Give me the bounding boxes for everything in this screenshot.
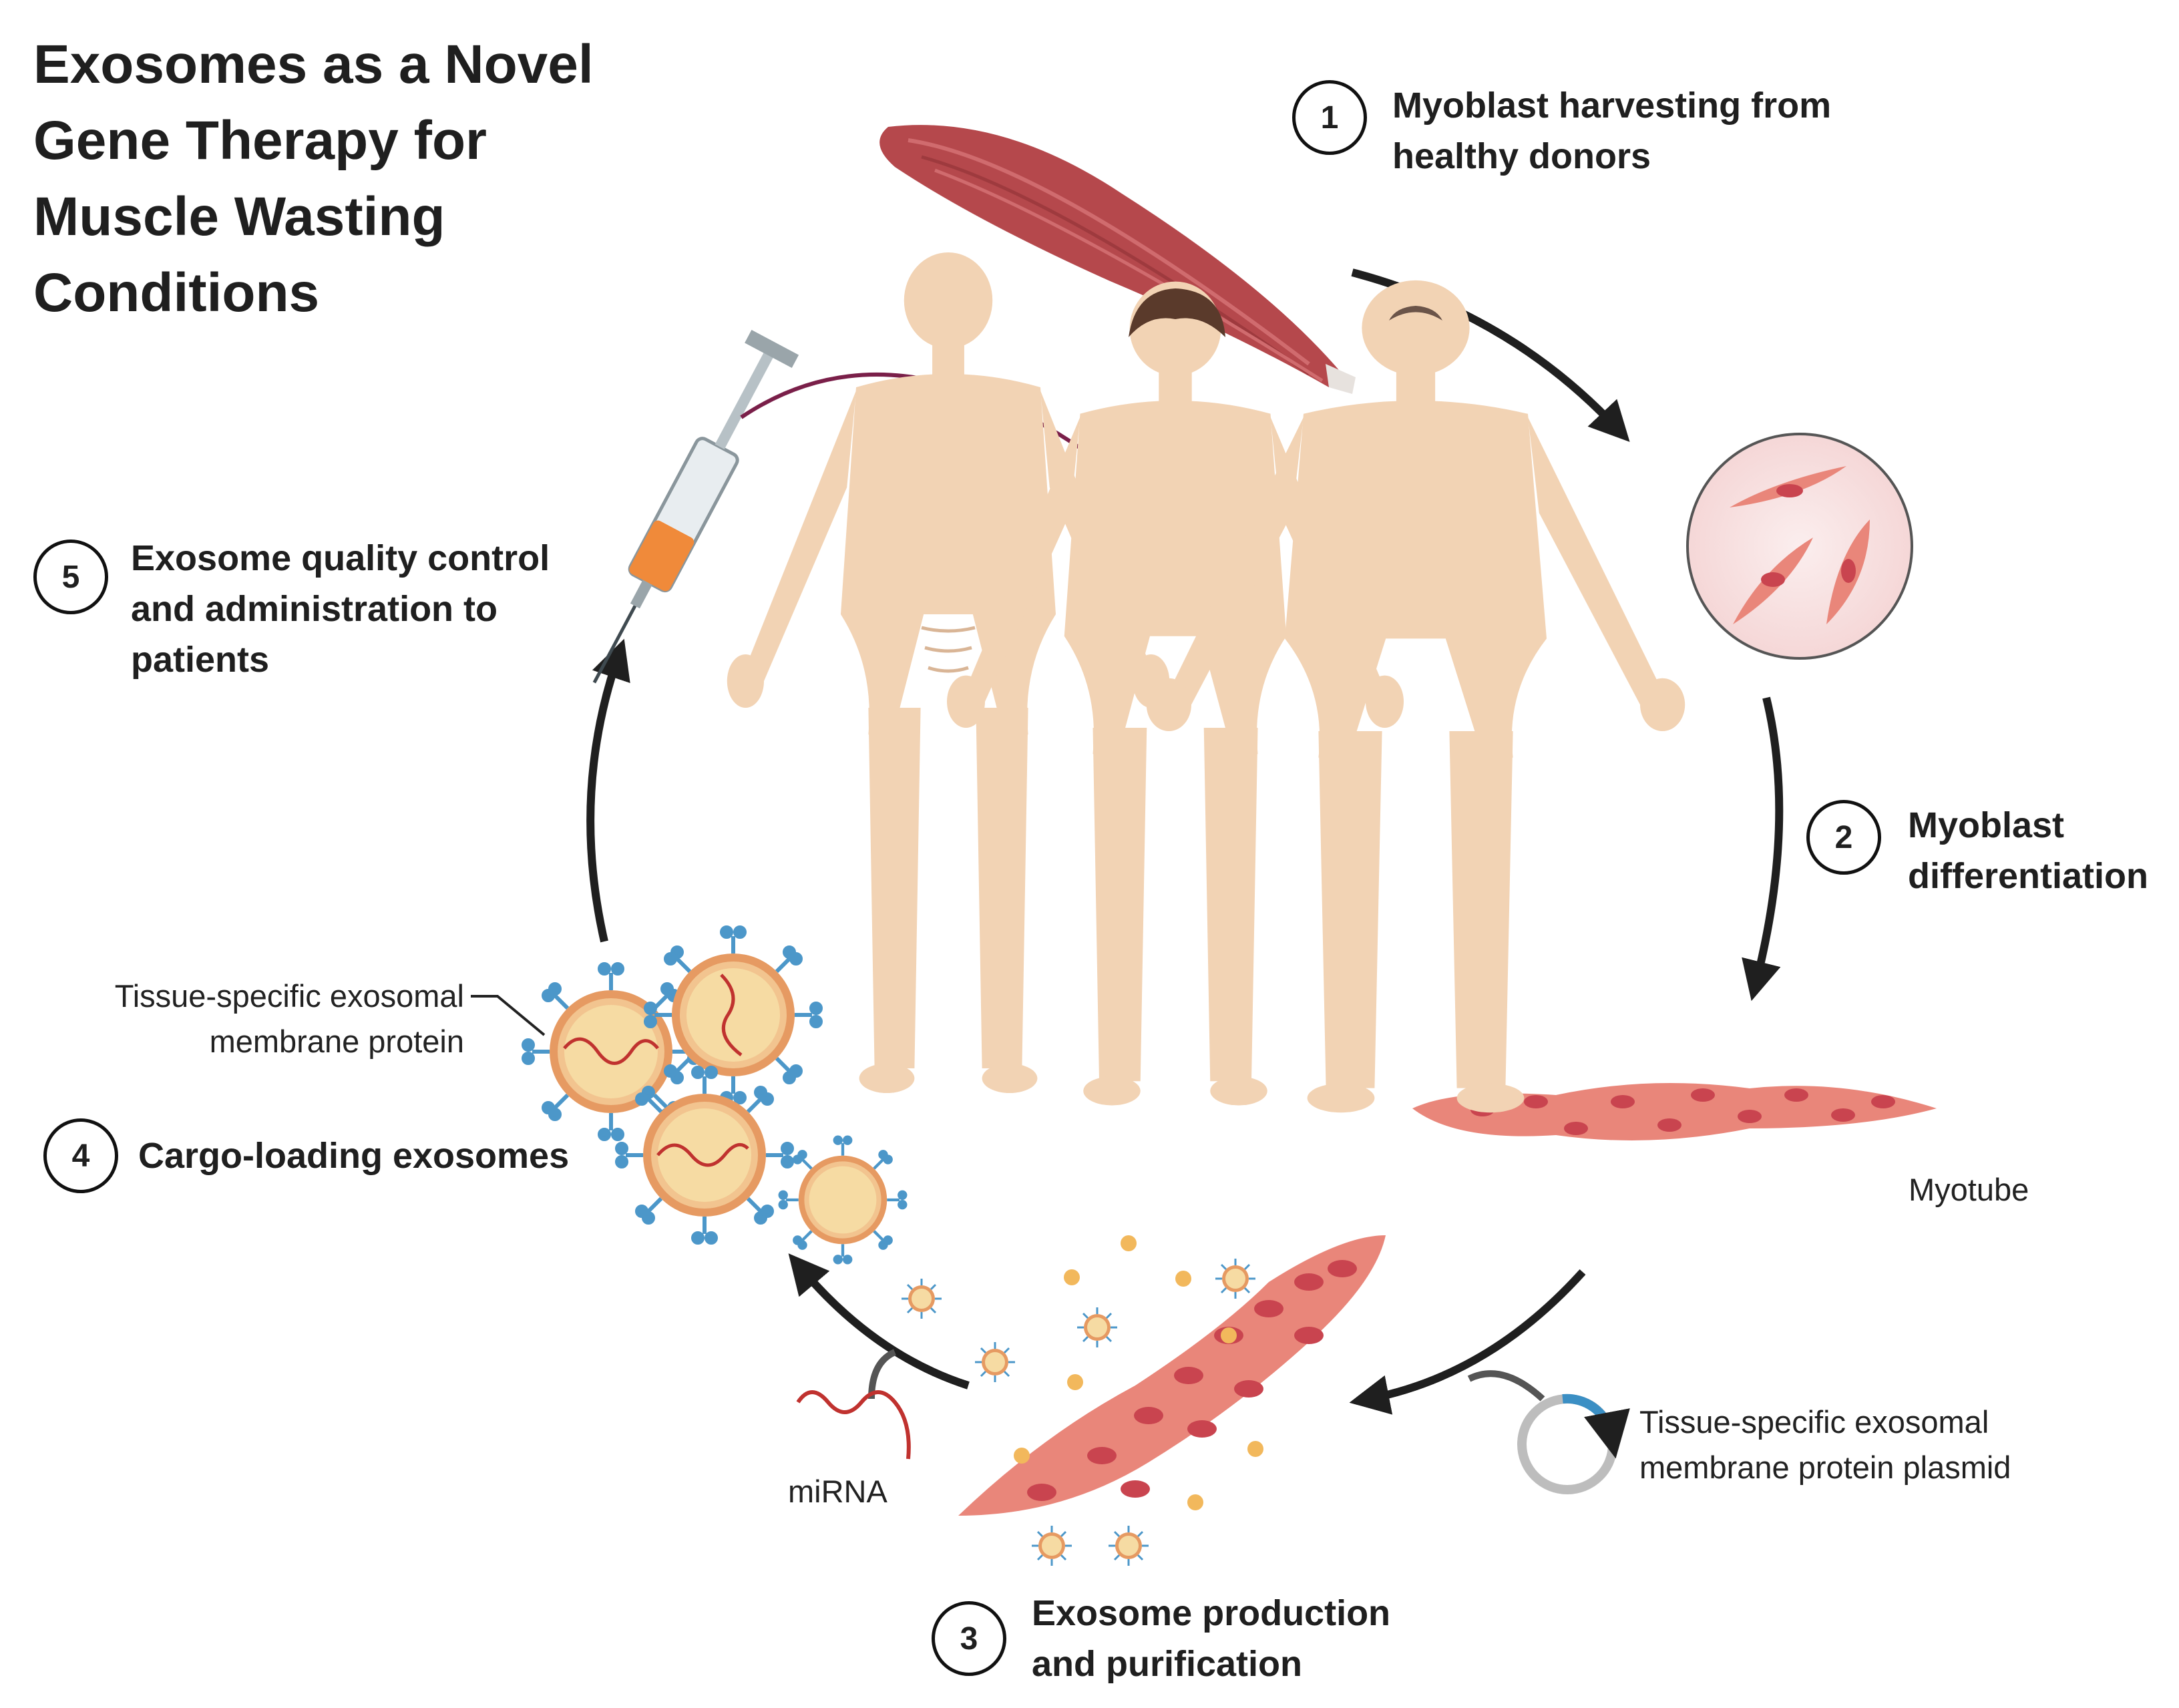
step-label: Myoblast — [1908, 805, 2065, 845]
step-label: Exosome production — [1032, 1593, 1391, 1633]
step-number: 3 — [932, 1601, 1006, 1676]
diagram-title: Exosomes as a Novel Gene Therapy for Mus… — [33, 27, 701, 331]
step-label: Myoblast harvesting from — [1392, 85, 1832, 126]
step-2: 2 Myoblast differentiation — [1806, 800, 2148, 901]
myotube-icon — [1412, 1083, 1937, 1140]
membrane-protein-label-line: Tissue-specific exosomal — [114, 978, 464, 1014]
step-label: and administration to — [131, 589, 498, 629]
step-label: Exosome quality control — [131, 538, 550, 578]
step-number: 1 — [1292, 80, 1367, 155]
step-label: and purification — [1032, 1644, 1302, 1684]
arrow-4-to-5 — [586, 638, 630, 943]
syringe-icon — [592, 330, 799, 684]
step-1: 1 Myoblast harvesting from healthy donor… — [1292, 80, 1831, 182]
step-3: 3 Exosome production and purification — [932, 1593, 1390, 1689]
step-5: 5 Exosome quality control and administra… — [33, 538, 550, 685]
arrow-2-to-3 — [1742, 696, 1784, 1002]
title-line: Exosomes as a Novel — [33, 34, 594, 95]
step-label: patients — [131, 640, 270, 680]
exosome-icon — [524, 927, 906, 1263]
myotube-label: Myotube — [1909, 1172, 2029, 1207]
plasmid-merge-line — [1467, 1370, 1545, 1402]
step-label: Cargo-loading exosomes — [138, 1136, 570, 1176]
arrow-2-to-3b — [1349, 1269, 1586, 1415]
membrane-protein-label-line: membrane protein — [209, 1024, 464, 1059]
step-label: differentiation — [1908, 856, 2148, 896]
title-line: Conditions — [33, 262, 320, 323]
plasmid-label: Tissue-specific exosomal membrane protei… — [1639, 1400, 2011, 1490]
step-4: 4 Cargo-loading exosomes — [43, 1118, 569, 1193]
title-line: Gene Therapy for — [33, 110, 487, 171]
plasmid-label-line: Tissue-specific exosomal — [1639, 1404, 1989, 1440]
producing-cell-icon — [958, 1235, 1386, 1516]
step-number: 5 — [33, 540, 108, 614]
step-label: healthy donors — [1392, 136, 1651, 176]
mirna-icon — [796, 1390, 911, 1460]
membrane-protein-leader — [471, 995, 546, 1036]
plasmid-label-line: membrane protein plasmid — [1639, 1450, 2011, 1485]
title-line: Muscle Wasting — [33, 186, 445, 247]
patient-figures-icon — [727, 252, 1686, 1113]
myoblast-cells-icon — [1686, 433, 1913, 660]
plasmid-icon — [1517, 1394, 1630, 1494]
muscle-icon — [879, 125, 1356, 394]
step-number: 2 — [1806, 800, 1881, 875]
arrow-3-to-4 — [788, 1253, 970, 1390]
step-number: 4 — [43, 1118, 118, 1193]
membrane-protein-label: Tissue-specific exosomal membrane protei… — [63, 974, 464, 1064]
released-vesicles — [900, 1235, 1263, 1567]
mirna-label: miRNA — [788, 1474, 887, 1509]
